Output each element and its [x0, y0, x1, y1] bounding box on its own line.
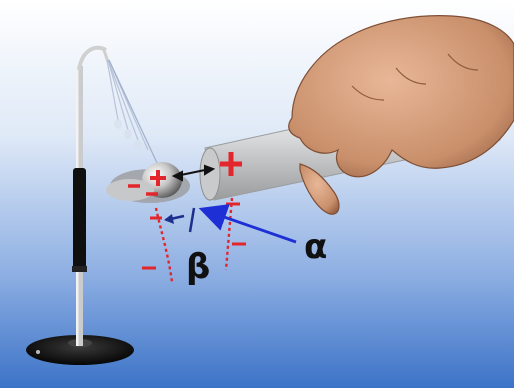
hand — [288, 15, 514, 215]
induced-charges-right — [224, 197, 246, 271]
stand-arm — [77, 45, 107, 71]
beta-label: β — [186, 247, 210, 287]
induced-charges-left — [142, 207, 174, 283]
ball-plus-charge — [150, 170, 166, 186]
stand-pole — [72, 66, 87, 346]
ball-negative-charges — [128, 184, 158, 196]
arrow-icon — [198, 204, 297, 244]
alpha-label: α — [304, 227, 327, 267]
rod-plus-charge — [220, 152, 242, 176]
stand-base — [26, 335, 134, 365]
force-arrows — [171, 164, 216, 182]
beta-marker — [164, 207, 196, 233]
pendulum-ghost-balls — [114, 119, 142, 150]
pendulum-threads — [106, 59, 159, 166]
